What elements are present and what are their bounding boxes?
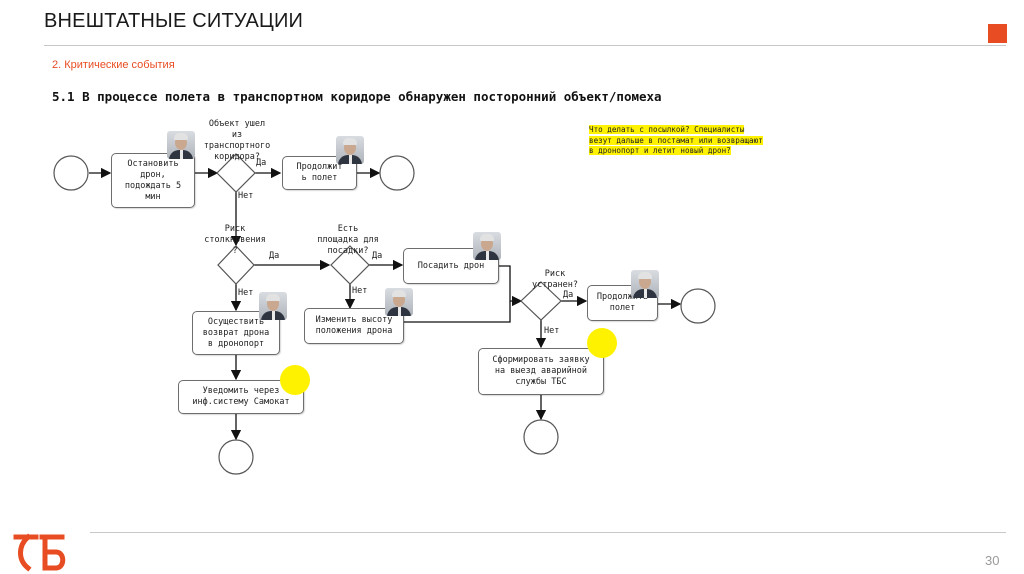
end-event-continue bbox=[380, 156, 414, 190]
task-create-request[interactable]: Сформировать заявку на выезд аварийной с… bbox=[478, 348, 604, 395]
avatar bbox=[385, 288, 413, 316]
end-event-notify bbox=[219, 440, 253, 474]
avatar bbox=[473, 232, 501, 260]
yes-label-g4: Да bbox=[563, 290, 573, 301]
question-note: Что делать с посылкой? Специалисты везут… bbox=[589, 125, 767, 157]
yes-label-g2: Да bbox=[269, 251, 279, 262]
end-event-continue2 bbox=[681, 289, 715, 323]
start-event bbox=[54, 156, 88, 190]
gateway-object-left-label: Объект ушел из транспортного коридора? bbox=[195, 119, 279, 163]
yes-label-g1: Да bbox=[256, 158, 266, 169]
end-event-request bbox=[524, 420, 558, 454]
no-label-g4: Нет bbox=[544, 326, 559, 337]
footer-divider bbox=[90, 532, 1006, 533]
gateway-risk-eliminated-label: Риск устранен? bbox=[525, 269, 585, 291]
avatar bbox=[336, 136, 364, 164]
avatar bbox=[631, 270, 659, 298]
no-label-g3: Нет bbox=[352, 286, 367, 297]
yes-label-g3: Да bbox=[372, 251, 382, 262]
no-label-g1: Нет bbox=[238, 191, 253, 202]
page-number: 30 bbox=[985, 553, 999, 568]
highlight-marker bbox=[280, 365, 310, 395]
no-label-g2: Нет bbox=[238, 288, 253, 299]
avatar bbox=[167, 131, 195, 159]
company-logo bbox=[12, 530, 68, 572]
avatar bbox=[259, 292, 287, 320]
highlight-marker bbox=[587, 328, 617, 358]
task-stop-drone[interactable]: Остановить дрон, подождать 5 мин bbox=[111, 153, 195, 208]
gateway-collision-risk-label: Риск столкновения ? bbox=[195, 224, 275, 257]
